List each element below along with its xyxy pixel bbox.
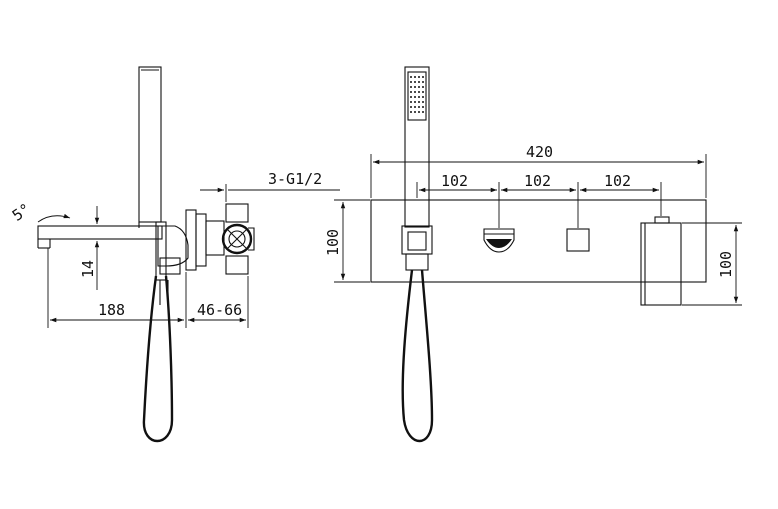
mixer-handle-front — [640, 216, 682, 306]
front-view: 420 102 102 102 100 100 — [324, 66, 742, 442]
dim-angle: 5° — [9, 200, 71, 225]
dim-wall-depth-label: 46-66 — [197, 301, 242, 319]
dim-spacings: 102 102 102 — [416, 172, 662, 228]
dim-height-label: 14 — [79, 260, 97, 278]
dim-plate-height: 100 — [324, 199, 370, 283]
dim-projection-label: 188 — [98, 301, 125, 319]
dim-total-width-label: 420 — [526, 143, 553, 161]
hand-shower-side — [138, 66, 162, 228]
hose-front — [401, 269, 434, 442]
dim-spacing-2-label: 102 — [524, 172, 551, 190]
dim-projection: 188 — [47, 248, 187, 328]
dim-spacing-3-label: 102 — [604, 172, 631, 190]
diverter-knob — [483, 228, 515, 253]
wall-plate-front — [370, 199, 707, 283]
square-control — [566, 228, 590, 252]
dim-wall-depth: 46-66 — [188, 276, 249, 328]
wall-plate-side — [185, 209, 207, 271]
spout-side — [37, 221, 189, 305]
dim-plate-height-label: 100 — [324, 229, 342, 256]
hose-side — [142, 275, 174, 443]
dim-angle-label: 5° — [9, 200, 34, 225]
dim-connections-label: 3-G1/2 — [268, 170, 322, 188]
dim-handle-height-label: 100 — [717, 251, 735, 278]
dim-connections: 3-G1/2 — [200, 170, 340, 202]
concealed-valve-side — [205, 203, 255, 275]
hand-shower-front — [401, 66, 433, 271]
side-view: 3-G1/2 5° 14 188 46-66 — [9, 66, 340, 443]
dim-total-width: 420 — [370, 143, 707, 198]
dim-spacing-1-label: 102 — [441, 172, 468, 190]
dim-handle-height: 100 — [682, 222, 742, 306]
dim-height: 14 — [38, 206, 100, 290]
